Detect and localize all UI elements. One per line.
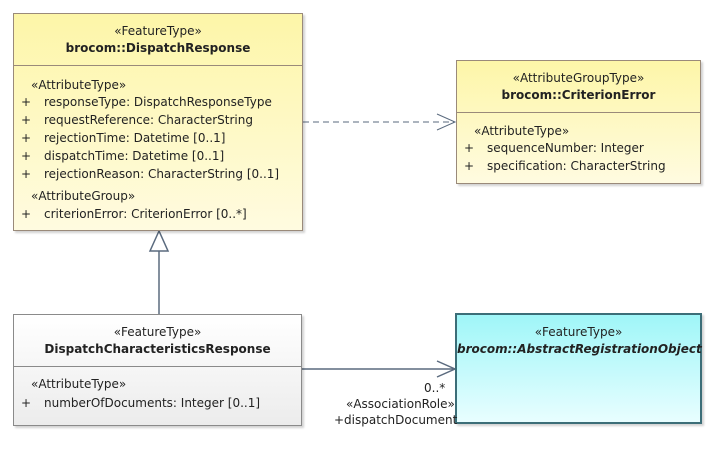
visibility-marker: +: [21, 396, 32, 410]
attribute-group-stereotype: «AttributeType»: [31, 377, 127, 391]
dependency-arrowhead: [436, 113, 457, 131]
class-header: «AttributeGroupType» brocom::CriterionEr…: [457, 61, 700, 104]
class-criterion-error[interactable]: «AttributeGroupType» brocom::CriterionEr…: [456, 60, 701, 184]
compartment-divider: [457, 112, 700, 113]
attribute-group-stereotype: «AttributeGroup»: [31, 189, 136, 203]
association-role-name: +dispatchDocument: [334, 413, 458, 427]
class-abstract-registration-object[interactable]: «FeatureType» brocom::AbstractRegistrati…: [455, 313, 702, 424]
class-stereotype: «AttributeGroupType»: [512, 71, 645, 85]
visibility-marker: +: [21, 167, 32, 181]
attribute-row[interactable]: + specification: CharacterString: [457, 157, 700, 175]
attribute-row[interactable]: + responseType: DispatchResponseType: [14, 93, 302, 111]
attribute-row[interactable]: + requestReference: CharacterString: [14, 111, 302, 129]
class-name: brocom::CriterionError: [501, 88, 656, 102]
attribute-group-stereotype: «AttributeType»: [31, 78, 127, 92]
attribute-text: responseType: DispatchResponseType: [44, 95, 272, 109]
visibility-marker: +: [21, 149, 32, 163]
class-name: DispatchCharacteristicsResponse: [44, 342, 271, 356]
attribute-text: sequenceNumber: Integer: [487, 141, 644, 155]
attribute-text: dispatchTime: Datetime [0..1]: [44, 149, 225, 163]
attribute-row[interactable]: + rejectionTime: Datetime [0..1]: [14, 129, 302, 147]
class-stereotype: «FeatureType»: [114, 24, 202, 38]
visibility-marker: +: [464, 159, 475, 173]
visibility-marker: +: [21, 113, 32, 127]
visibility-marker: +: [21, 131, 32, 145]
attribute-text: rejectionTime: Datetime [0..1]: [44, 131, 226, 145]
class-dispatch-characteristics-response[interactable]: «FeatureType» DispatchCharacteristicsRes…: [13, 314, 302, 426]
attribute-row[interactable]: + criterionError: CriterionError [0..*]: [14, 205, 302, 223]
attribute-group-stereotype: «AttributeType»: [474, 124, 570, 138]
association-role-stereotype: «AssociationRole»: [346, 397, 455, 411]
class-dispatch-response[interactable]: «FeatureType» brocom::DispatchResponse «…: [13, 13, 303, 231]
attribute-text: specification: CharacterString: [487, 159, 666, 173]
attribute-text: criterionError: CriterionError [0..*]: [44, 207, 247, 221]
visibility-marker: +: [21, 207, 32, 221]
class-name: brocom::DispatchResponse: [65, 41, 251, 55]
attribute-text: requestReference: CharacterString: [44, 113, 253, 127]
attribute-row[interactable]: + numberOfDocuments: Integer [0..1]: [14, 394, 301, 412]
association-multiplicity: 0..*: [424, 381, 446, 395]
visibility-marker: +: [464, 141, 475, 155]
compartment-divider: [14, 65, 302, 66]
attribute-row[interactable]: + rejectionReason: CharacterString [0..1…: [14, 165, 302, 183]
compartment-divider: [14, 366, 301, 367]
class-stereotype: «FeatureType»: [534, 325, 623, 339]
attribute-text: rejectionReason: CharacterString [0..1]: [44, 167, 280, 181]
class-header: «FeatureType» brocom::AbstractRegistrati…: [457, 315, 702, 358]
class-header: «FeatureType» DispatchCharacteristicsRes…: [14, 315, 301, 358]
visibility-marker: +: [21, 95, 32, 109]
generalization-triangle: [148, 229, 170, 252]
attribute-row[interactable]: + dispatchTime: Datetime [0..1]: [14, 147, 302, 165]
class-name: brocom::AbstractRegistrationObject: [457, 342, 702, 356]
attribute-row[interactable]: + sequenceNumber: Integer: [457, 139, 700, 157]
attribute-text: numberOfDocuments: Integer [0..1]: [44, 396, 261, 410]
class-stereotype: «FeatureType»: [113, 325, 202, 339]
class-header: «FeatureType» brocom::DispatchResponse: [14, 14, 302, 57]
